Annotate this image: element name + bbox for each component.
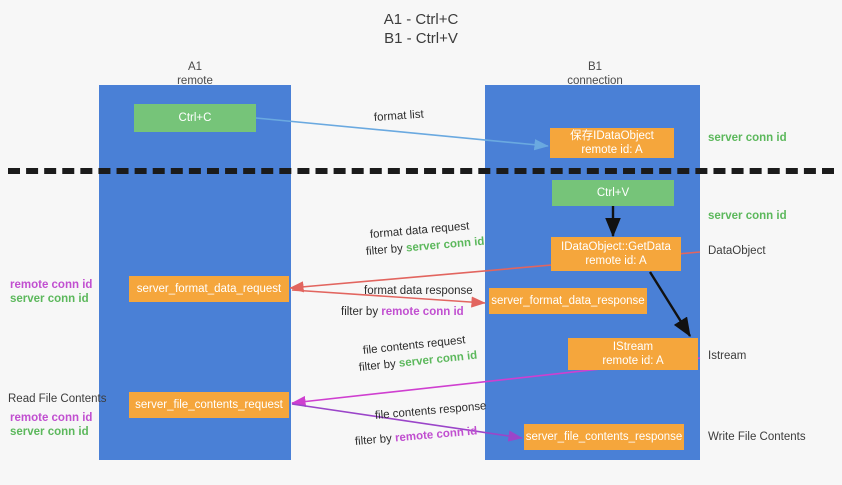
label-dataobject: DataObject	[708, 245, 766, 257]
flow-label-filter-by-4: filter by remote conn id	[354, 424, 478, 450]
flow-label-file-contents-response: file contents response	[374, 400, 487, 422]
box-server-file-contents-response-label: server_file_contents_response	[525, 431, 683, 443]
box-ctrl-v-label: Ctrl+V	[596, 187, 630, 199]
flow-label-filter-by-2-prefix: filter by	[341, 306, 382, 318]
label-server-conn-id-mid: server conn id	[708, 210, 787, 222]
box-save-idataobject[interactable]: 保存IDataObject remote id: A	[550, 128, 674, 158]
label-server-conn-id-top: server conn id	[708, 132, 787, 144]
box-idataobject-getdata-line1: IDataObject::GetData	[561, 241, 671, 253]
label-read-file-contents: Read File Contents	[8, 393, 107, 405]
flow-label-format-data-response: format data response	[364, 285, 473, 297]
page-title-line1: A1 - Ctrl+C	[383, 11, 459, 28]
box-server-format-data-request[interactable]: server_format_data_request	[129, 276, 289, 302]
phase-divider	[8, 168, 834, 174]
box-server-format-data-response[interactable]: server_format_data_response	[489, 288, 647, 314]
flow-label-filter-by-1-prefix: filter by	[365, 242, 407, 258]
box-server-file-contents-response[interactable]: server_file_contents_response	[524, 424, 684, 450]
box-ctrl-c-label: Ctrl+C	[178, 112, 212, 124]
label-server-conn-id-2: server conn id	[10, 426, 89, 438]
flow-label-filter-by-2-value: remote conn id	[381, 306, 464, 318]
column-a1-name: A1	[187, 61, 203, 73]
box-istream-line2: remote id: A	[602, 355, 664, 367]
box-idataobject-getdata[interactable]: IDataObject::GetData remote id: A	[551, 237, 681, 271]
label-write-file-contents: Write File Contents	[708, 431, 806, 443]
page-title-line2: B1 - Ctrl+V	[384, 30, 458, 47]
box-save-idataobject-line1: 保存IDataObject	[570, 130, 654, 142]
box-save-idataobject-line2: remote id: A	[581, 144, 643, 156]
column-header-b1: B1 connection	[520, 60, 670, 88]
flow-label-filter-by-4-prefix: filter by	[354, 432, 396, 448]
label-remote-conn-id-2: remote conn id	[10, 412, 93, 424]
box-istream[interactable]: IStream remote id: A	[568, 338, 698, 370]
column-b1-sub: connection	[567, 75, 623, 87]
flow-label-filter-by-4-value: remote conn id	[394, 425, 478, 445]
flow-label-filter-by-3-prefix: filter by	[358, 357, 400, 374]
flow-label-format-list: format list	[373, 108, 425, 124]
box-ctrl-c[interactable]: Ctrl+C	[134, 104, 256, 132]
flow-label-filter-by-2: filter by remote conn id	[341, 305, 464, 320]
box-server-file-contents-request-label: server_file_contents_request	[135, 399, 283, 411]
column-b1-name: B1	[587, 61, 603, 73]
box-server-format-data-response-label: server_format_data_response	[491, 295, 645, 307]
column-header-a1: A1 remote	[120, 60, 270, 88]
label-server-conn-id-1: server conn id	[10, 293, 89, 305]
label-istream: Istream	[708, 350, 747, 362]
label-remote-conn-id-1: remote conn id	[10, 279, 93, 291]
box-istream-line1: IStream	[612, 341, 654, 353]
box-idataobject-getdata-line2: remote id: A	[585, 255, 647, 267]
box-ctrl-v[interactable]: Ctrl+V	[552, 180, 674, 206]
box-server-format-data-request-label: server_format_data_request	[136, 283, 282, 295]
column-a1-sub: remote	[177, 75, 213, 87]
box-server-file-contents-request[interactable]: server_file_contents_request	[129, 392, 289, 418]
